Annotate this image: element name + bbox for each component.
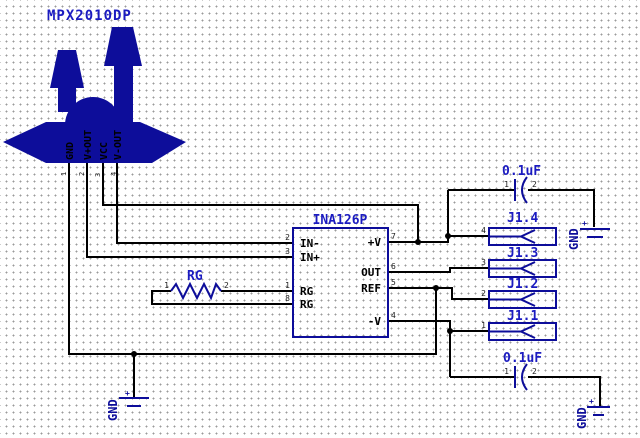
ic-pin-name-rg8: RG: [300, 298, 314, 311]
sensor-pin-number: 2: [78, 172, 86, 176]
capacitor-plate-curved: [521, 176, 528, 204]
wire-cap2-right-to-gnd[interactable]: [528, 376, 601, 406]
capacitor-bottom[interactable]: 0.1uF 1 2: [503, 351, 542, 391]
sensor-pin-number: 3: [94, 173, 102, 177]
capacitor-pin-number: 2: [532, 180, 537, 189]
capacitor-top[interactable]: 0.1uF 1 2: [502, 164, 541, 204]
amplifier-ic[interactable]: INA126P IN- IN+ RG RG +V OUT REF -V 2 3 …: [285, 213, 396, 338]
junction-dots: [131, 233, 453, 357]
sensor-port-arrow-left: [50, 50, 84, 112]
connector-pin-number: 1: [481, 321, 486, 330]
ic-pin-number: 5: [391, 278, 396, 287]
connector-chevron: [489, 324, 536, 339]
ic-pin-number: 2: [285, 233, 290, 242]
pressure-sensor[interactable]: MPX2010DP GND V+OUT VCC V-OUT 1 2 3 4: [3, 8, 186, 177]
sensor-port-arrow-right: [104, 27, 142, 126]
connector-j1-2[interactable]: J1.2 2: [481, 277, 557, 309]
connector-j1-3[interactable]: J1.3 3: [481, 246, 557, 278]
amplifier-label: INA126P: [313, 213, 368, 228]
ground-label: GND: [106, 399, 120, 421]
ground-bars: [580, 228, 610, 238]
ic-pin-number: 7: [391, 232, 396, 241]
connector-chevron: [489, 292, 536, 307]
gain-resistor[interactable]: RG 1 2: [164, 269, 229, 301]
junction-dot: [433, 285, 439, 291]
wire-cap1-right-to-gnd[interactable]: [528, 189, 595, 227]
ic-pin-number: 1: [285, 281, 290, 290]
junction-dot: [447, 328, 453, 334]
connector-label: J1.3: [507, 246, 538, 261]
ic-pin-name-in-minus: IN-: [300, 237, 320, 250]
resistor-pin-number: 2: [224, 281, 229, 290]
connector-pin-number: 4: [481, 226, 486, 235]
resistor-label: RG: [187, 269, 203, 284]
ground-bars: [587, 406, 610, 416]
sensor-body: [3, 122, 186, 163]
wire-vcc-to-plusv[interactable]: [102, 156, 419, 242]
resistor-zigzag: [170, 281, 222, 301]
sensor-pin-number: 1: [60, 172, 68, 176]
junction-dot: [445, 233, 451, 239]
capacitor-label: 0.1uF: [503, 351, 542, 366]
ic-pin-name-ref: REF: [361, 282, 381, 295]
connector-pin-number: 3: [481, 258, 486, 267]
ground-pin-mark: +: [589, 397, 594, 406]
connector-label: J1.4: [507, 211, 538, 226]
ground-bottom-right[interactable]: + GND: [575, 397, 610, 429]
sensor-pin-name-vminusout: V-OUT: [113, 130, 124, 160]
ground-bottom-left[interactable]: + GND: [106, 389, 149, 421]
wire-vplusout-to-inplus[interactable]: [86, 156, 293, 258]
wire-rg-loop[interactable]: [151, 290, 293, 305]
wire-out-to-j13[interactable]: [388, 267, 489, 273]
resistor-pin-number: 1: [164, 281, 169, 290]
capacitor-plate-curved: [521, 363, 528, 391]
connector-j1-1[interactable]: J1.1 1: [481, 309, 557, 341]
ic-pin-number: 3: [285, 247, 290, 256]
capacitor-pin-number: 1: [504, 180, 509, 189]
junction-dot: [415, 239, 421, 245]
wire-ref-to-j12[interactable]: [388, 287, 489, 300]
ic-pin-name-out: OUT: [361, 266, 381, 279]
connector-chevron: [489, 229, 536, 244]
capacitor-pin-number: 1: [504, 367, 509, 376]
connector-pin-number: 2: [481, 289, 486, 298]
sensor-pin-name-vcc: VCC: [99, 142, 110, 160]
junction-dot: [131, 351, 137, 357]
ic-pin-leads: [281, 241, 400, 322]
ic-pin-number: 4: [391, 311, 396, 320]
amplifier-body: [292, 227, 389, 338]
ground-top-right[interactable]: + GND: [567, 219, 610, 250]
ground-label: GND: [575, 407, 589, 429]
ic-pin-name-minusv: -V: [368, 315, 382, 328]
sensor-pin-number: 4: [110, 172, 118, 176]
ground-pin-mark: +: [125, 389, 130, 398]
sensor-pin-name-vplusout: V+OUT: [83, 130, 94, 160]
connector-chevron: [489, 261, 536, 276]
wire-plusv-to-j14[interactable]: [388, 235, 489, 243]
ground-pin-mark: +: [582, 219, 587, 228]
ground-label: GND: [567, 228, 581, 250]
capacitor-pin-number: 2: [532, 367, 537, 376]
sensor-pin-name-gnd: GND: [65, 142, 76, 160]
ic-pin-number: 8: [285, 294, 290, 303]
ic-pin-name-in-plus: IN+: [300, 251, 320, 264]
wire-vminusout-to-inminus[interactable]: [116, 156, 293, 244]
connector-label: J1.2: [507, 277, 538, 292]
sensor-label: MPX2010DP: [47, 8, 132, 24]
ic-pin-name-rg1: RG: [300, 285, 314, 298]
connector-j1-4[interactable]: J1.4 4: [481, 211, 557, 246]
connector-label: J1.1: [507, 309, 538, 324]
ic-pin-name-plusv: +V: [368, 236, 382, 249]
ic-pin-number: 6: [391, 262, 396, 271]
wire-minusv-to-j11[interactable]: [388, 320, 489, 332]
capacitor-label: 0.1uF: [502, 164, 541, 179]
ground-bars: [119, 397, 149, 407]
